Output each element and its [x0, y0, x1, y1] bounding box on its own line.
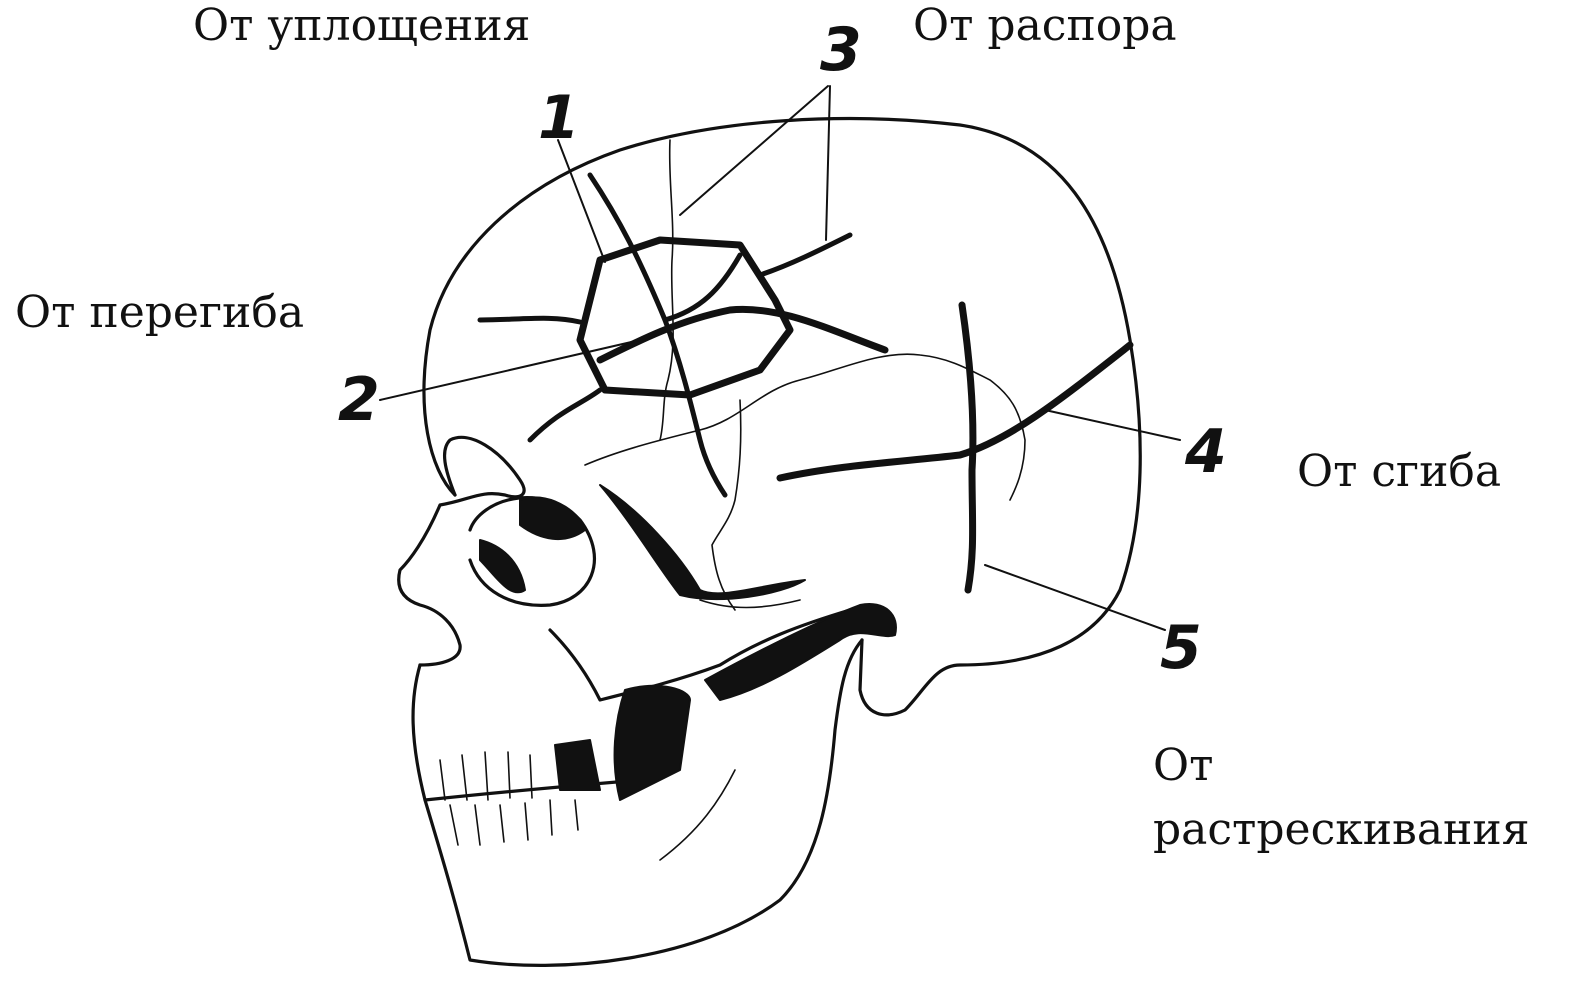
marker-2: 2	[338, 365, 380, 435]
marker-5: 5	[1160, 613, 1202, 683]
temporal-shading	[555, 485, 896, 800]
marker-3: 3	[820, 15, 862, 85]
skull-outline	[399, 119, 1141, 966]
marker-1: 1	[538, 83, 580, 153]
fracture-compression	[580, 175, 790, 495]
fracture-flexion	[780, 345, 1130, 478]
leader-3b	[826, 86, 830, 240]
orbit-region	[470, 497, 594, 605]
marker-4: 4	[1184, 417, 1227, 487]
leader-4	[1045, 410, 1180, 440]
leader-3a	[680, 86, 828, 215]
fracture-cracking	[962, 305, 973, 590]
fracture-bursting	[760, 235, 850, 275]
leader-5	[985, 565, 1165, 630]
